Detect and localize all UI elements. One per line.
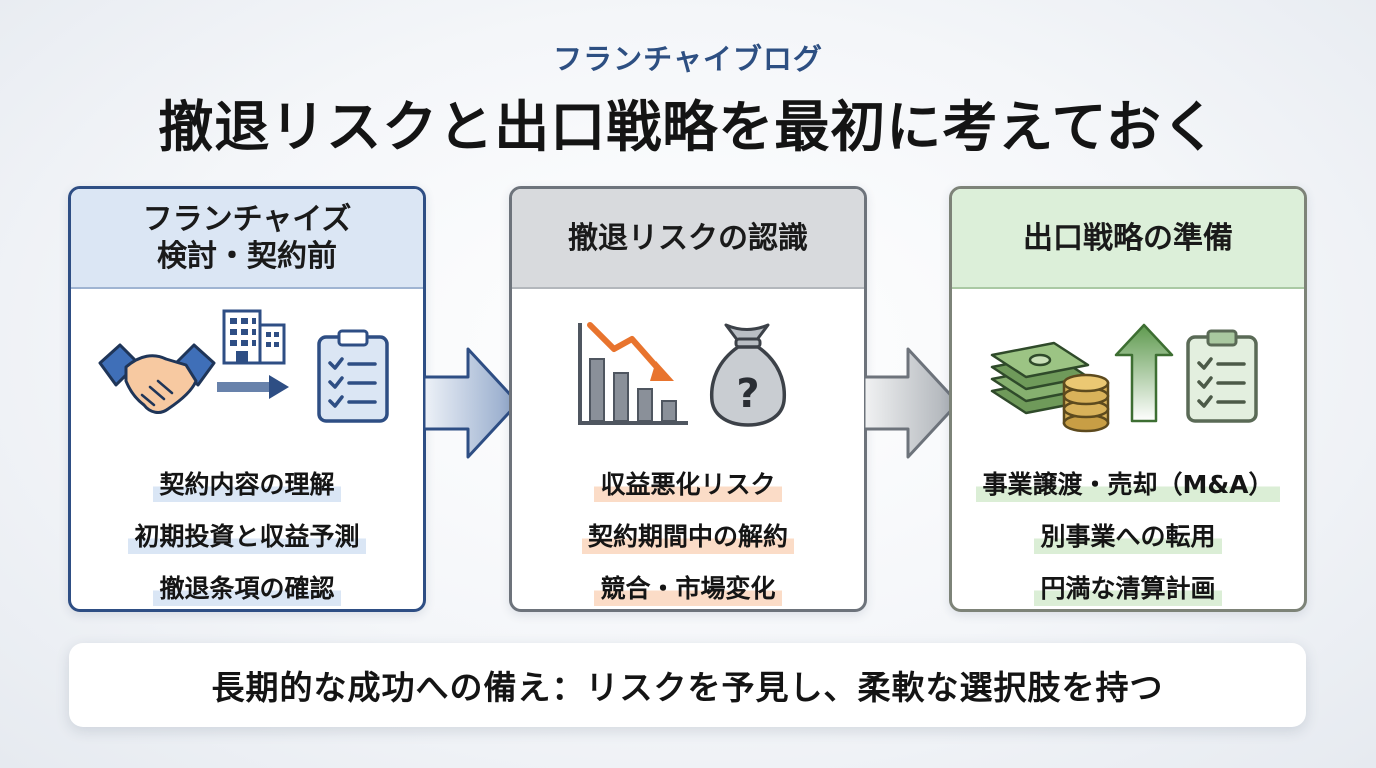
stage-card-header: 撤退リスクの認識 xyxy=(512,189,864,289)
list-item: 契約期間中の解約 xyxy=(512,509,864,561)
clipboard-checklist-icon xyxy=(1186,329,1258,423)
flow-arrow-2-to-3 xyxy=(864,347,960,459)
list-item: 収益悪化リスク xyxy=(512,457,864,509)
list-item: 契約内容の理解 xyxy=(71,457,423,509)
svg-text:?: ? xyxy=(736,371,759,417)
up-arrow-icon xyxy=(1114,323,1174,423)
list-item: 初期投資と収益予測 xyxy=(71,509,423,561)
blog-name: フランチャイブログ xyxy=(553,42,823,76)
stage-card-exit-risk: 撤退リスクの認識 ? 収益悪化リスク 契約期間中の xyxy=(509,186,867,612)
stage-title-line: フランチャイズ xyxy=(142,202,352,237)
cash-stack-coins-icon xyxy=(990,341,1110,433)
stage-icons xyxy=(952,289,1304,449)
stage-title-line: 出口戦略の準備 xyxy=(1023,220,1233,256)
list-item: 競合・市場変化 xyxy=(512,561,864,609)
arrow-right-icon xyxy=(217,375,289,399)
office-building-icon xyxy=(222,309,286,365)
stage-title-line: 検討・契約前 xyxy=(157,239,337,274)
stage-card-exit-strategy: 出口戦略の準備 xyxy=(949,186,1307,612)
stage-items: 収益悪化リスク 契約期間中の解約 競合・市場変化 xyxy=(512,457,864,609)
money-bag-question-icon: ? xyxy=(709,323,787,427)
list-item: 撤退条項の確認 xyxy=(71,561,423,609)
summary-banner: 長期的な成功への備え：リスクを予見し、柔軟な選択肢を持つ xyxy=(69,643,1306,727)
handshake-icon xyxy=(98,343,216,414)
stage-title-line: 撤退リスクの認識 xyxy=(568,220,808,256)
declining-bar-chart-icon xyxy=(578,322,688,425)
flow-arrow-1-to-2 xyxy=(424,347,520,459)
list-item: 円満な清算計画 xyxy=(952,561,1304,609)
list-item: 別事業への転用 xyxy=(952,509,1304,561)
stage-icons xyxy=(71,289,423,449)
stage-card-header: フランチャイズ 検討・契約前 xyxy=(71,189,423,289)
list-item: 事業譲渡・売却（M&A） xyxy=(952,457,1304,509)
stage-card-before-contract: フランチャイズ 検討・契約前 xyxy=(68,186,426,612)
stage-items: 契約内容の理解 初期投資と収益予測 撤退条項の確認 xyxy=(71,457,423,609)
clipboard-checklist-icon xyxy=(317,329,389,423)
stage-items: 事業譲渡・売却（M&A） 別事業への転用 円満な清算計画 xyxy=(952,457,1304,609)
stage-card-header: 出口戦略の準備 xyxy=(952,189,1304,289)
page-title: 撤退リスクと出口戦略を最初に考えておく xyxy=(158,95,1218,159)
stage-icons: ? xyxy=(512,289,864,449)
